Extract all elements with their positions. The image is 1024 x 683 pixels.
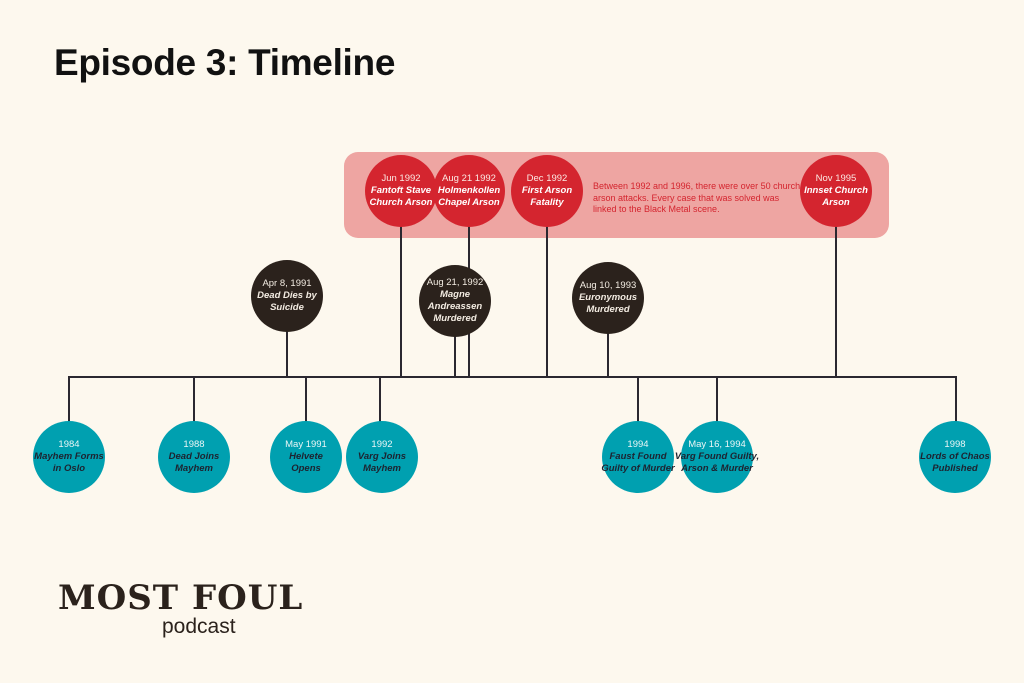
event-date: 1984 [58,439,80,450]
event-date: Apr 8, 1991 [262,278,312,289]
connector [835,226,837,377]
arson-note: Between 1992 and 1996, there were over 5… [593,181,801,214]
event-label: Holmenkollen Chapel Arson [437,185,501,208]
event-date: 1994 [627,439,649,450]
event-label: First Arson Fatality [521,185,573,208]
page-title: Episode 3: Timeline [54,42,396,83]
connector [193,377,195,422]
event-label: Varg Joins Mayhem [357,451,407,474]
event-date: Aug 21 1992 [442,173,496,184]
event-label: Varg Found Guilty, Arson & Murder [674,451,760,474]
event-label: Faust Found Guilty of Murder [601,451,675,474]
event-label: Dead Joins Mayhem [168,451,220,474]
logo-sub: podcast [162,615,236,638]
event-date: Jun 1992 [381,173,421,184]
event-date: Aug 10, 1993 [579,280,637,291]
event-label: Magne Andreassen Murdered [427,289,483,324]
event-date: Nov 1995 [815,173,857,184]
event-label: Fantoft Stave Church Arson [369,185,433,208]
timeline-axis [68,376,957,378]
connector [546,226,548,377]
connector [607,332,609,377]
logo-name: MOST FOUL [58,578,304,618]
event-date: Aug 21, 1992 [426,277,484,288]
event-label: Innset Church Arson [804,185,868,208]
connector [454,336,456,377]
connector [716,377,718,422]
event-label: Mayhem Forms in Oslo [34,451,104,474]
connector [379,377,381,422]
event-label: Euronymous Murdered [578,292,638,315]
most-foul-logo: MOST FOUL podcast [58,580,303,638]
event-label: Dead Dies by Suicide [257,290,317,313]
connector [305,377,307,422]
event-label: Helvete Opens [289,451,323,474]
connector [286,330,288,377]
connector [955,377,957,422]
event-label: Lords of Chaos Published [920,451,990,474]
event-date: Dec 1992 [526,173,568,184]
connector [68,377,70,422]
event-date: 1992 [371,439,393,450]
event-date: May 1991 [285,439,327,450]
connector [637,377,639,422]
event-date: May 16, 1994 [688,439,746,450]
event-date: 1988 [183,439,205,450]
event-date: 1998 [944,439,966,450]
connector [400,226,402,377]
